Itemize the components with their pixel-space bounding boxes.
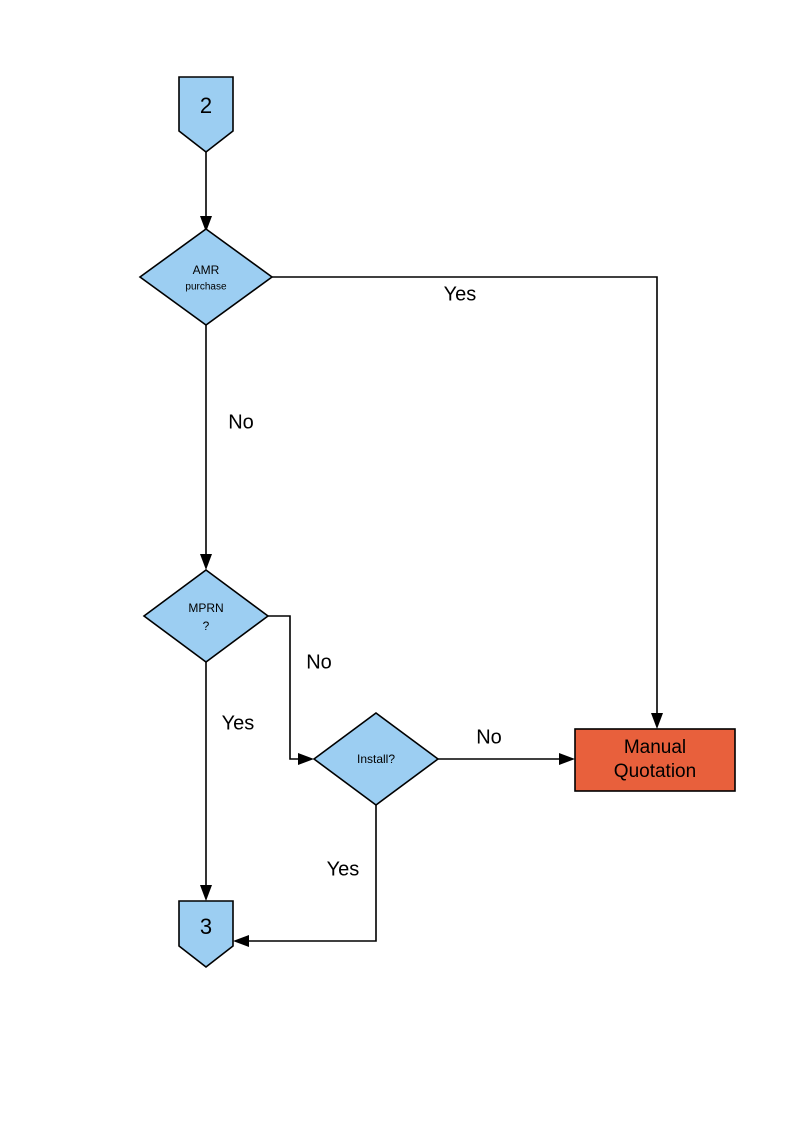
diamond-shape: [142, 569, 270, 663]
node-label-amr-line2: purchase: [185, 282, 227, 293]
edge-line: [243, 805, 377, 942]
node-decision-amr-purchase[interactable]: AMR purchase: [138, 228, 274, 326]
diamond-shape: [312, 712, 440, 806]
node-decision-mprn[interactable]: MPRN ?: [142, 569, 270, 663]
node-start-connector-2[interactable]: 2: [178, 76, 234, 154]
edge-label-install-yes: Yes: [327, 858, 360, 880]
pentagon-connector-shape: [178, 900, 234, 969]
edge-line: [272, 276, 658, 719]
node-label-mprn-line2: ?: [203, 619, 210, 633]
node-decision-install[interactable]: Install?: [312, 712, 440, 806]
arrow-head-right-icon: [298, 753, 314, 765]
arrow-head-right-icon: [559, 753, 575, 765]
node-label-manual-line2: Quotation: [614, 761, 696, 782]
edge-mprn-no: No: [268, 615, 332, 765]
edge-label-install-no: No: [476, 726, 502, 748]
node-label-end: 3: [200, 914, 212, 939]
node-process-manual-quotation[interactable]: Manual Quotation: [574, 728, 736, 792]
node-end-connector-3[interactable]: 3: [178, 900, 234, 969]
edge-label-mprn-yes: Yes: [222, 712, 255, 734]
node-label-amr-line1: AMR: [193, 263, 220, 277]
edge-install-yes: Yes: [233, 805, 377, 947]
node-label-manual-line1: Manual: [624, 737, 686, 758]
edge-mprn-yes: Yes: [200, 662, 254, 901]
pentagon-connector-shape: [178, 76, 234, 154]
node-label-start: 2: [200, 93, 212, 118]
arrow-head-down-icon: [200, 554, 212, 570]
arrow-head-down-icon: [200, 885, 212, 901]
edge-start-to-amr: [200, 152, 212, 232]
edge-install-no: No: [438, 726, 575, 765]
edge-line: [268, 615, 304, 760]
diamond-shape: [138, 228, 274, 326]
arrow-head-down-icon: [200, 216, 212, 232]
edge-amr-yes: Yes: [272, 276, 663, 729]
node-label-install: Install?: [357, 752, 395, 766]
arrow-head-left-icon: [233, 935, 249, 947]
node-label-mprn-line1: MPRN: [188, 601, 223, 615]
edge-label-mprn-no: No: [306, 651, 332, 673]
edge-amr-no: No: [200, 325, 254, 570]
edge-label-amr-no: No: [228, 411, 254, 433]
edge-label-amr-yes: Yes: [444, 283, 477, 305]
arrow-head-down-icon: [651, 713, 663, 729]
rectangle-shape: [574, 728, 736, 792]
